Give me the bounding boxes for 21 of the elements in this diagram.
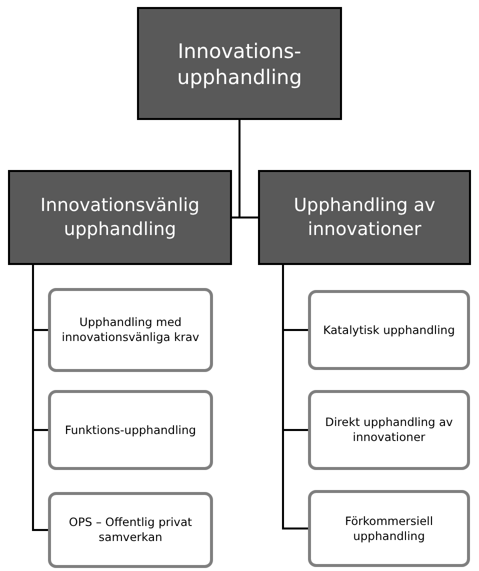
item-box [308, 490, 470, 567]
box-label: Förkommersiell upphandling [344, 514, 434, 544]
item-box [48, 390, 213, 470]
box-label: Innovations-upphandling [176, 38, 303, 90]
category-box [137, 7, 342, 120]
item-box [48, 492, 213, 568]
item-box [48, 288, 213, 372]
connector-line [32, 265, 48, 531]
item-box [308, 290, 470, 370]
box-label: Katalytisk upphandling [323, 322, 455, 338]
category-box [8, 170, 232, 265]
box-label: Funktions-upphandling [64, 422, 196, 438]
box-label: Innovationsvänlig upphandling [39, 194, 201, 241]
box-label: Direkt upphandling av innovationer [324, 415, 454, 445]
box-label: Upphandling med innovationsvänliga krav [60, 315, 200, 345]
box-label: OPS – Offentlig privat samverkan [68, 515, 194, 545]
category-box [258, 170, 471, 265]
box-label: Upphandling av innovationer [292, 194, 436, 241]
connector-line [282, 265, 308, 530]
item-box [308, 390, 470, 470]
connector-line [238, 120, 258, 218]
